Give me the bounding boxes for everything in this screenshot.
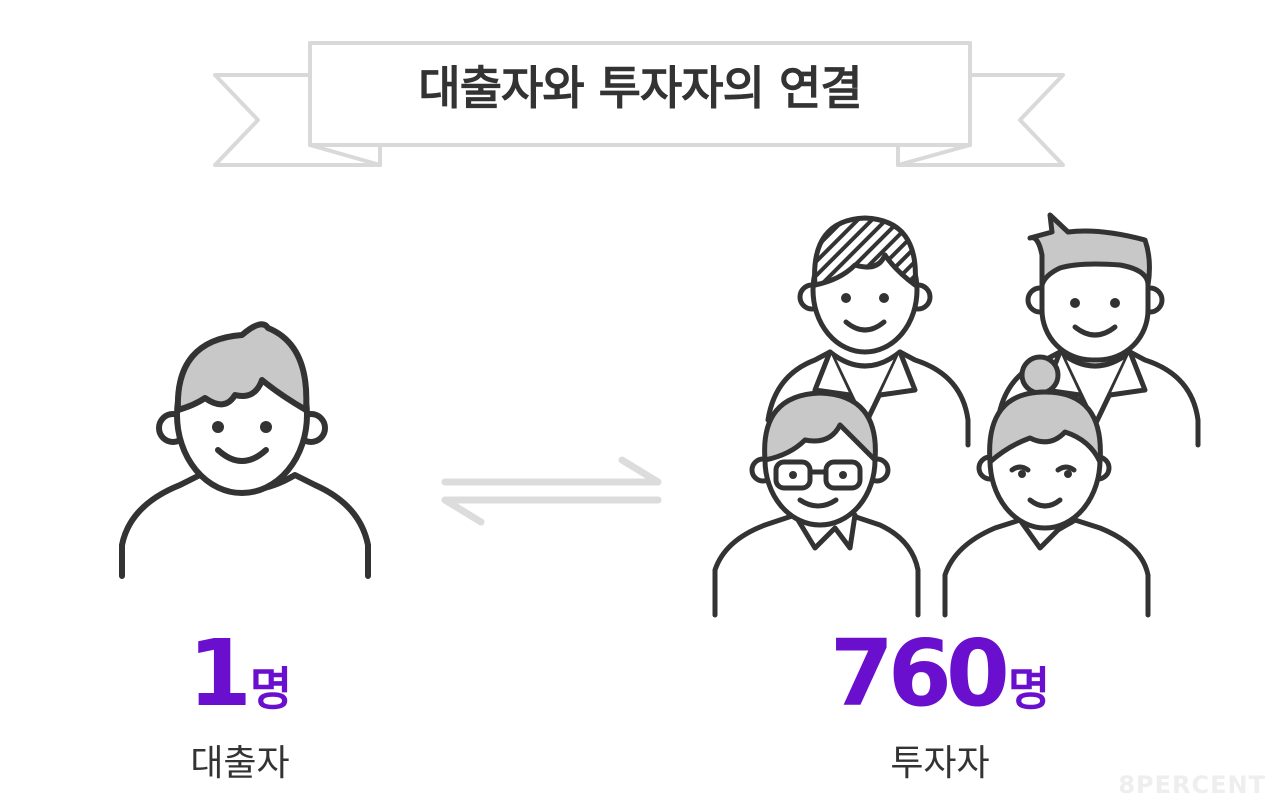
borrower-person-icon: [119, 321, 371, 579]
investor-count-unit: 명: [1007, 662, 1051, 716]
brand-watermark: 8PERCENT: [1118, 771, 1266, 799]
borrower-count-unit: 명: [249, 662, 293, 716]
borrower-label: 대출자: [190, 743, 290, 784]
investor-count-number: 760: [829, 620, 1010, 727]
investor-label: 투자자: [890, 743, 990, 784]
investor-group-icon: [712, 212, 1201, 618]
banner-title: 대출자와 투자자의 연결: [418, 61, 862, 115]
investor-count: 760명: [790, 628, 1090, 720]
ribbon-banner: [213, 41, 1065, 167]
borrower-count-number: 1: [187, 620, 252, 727]
borrower-count: 1명: [140, 628, 340, 720]
exchange-arrows-icon: [441, 456, 662, 526]
